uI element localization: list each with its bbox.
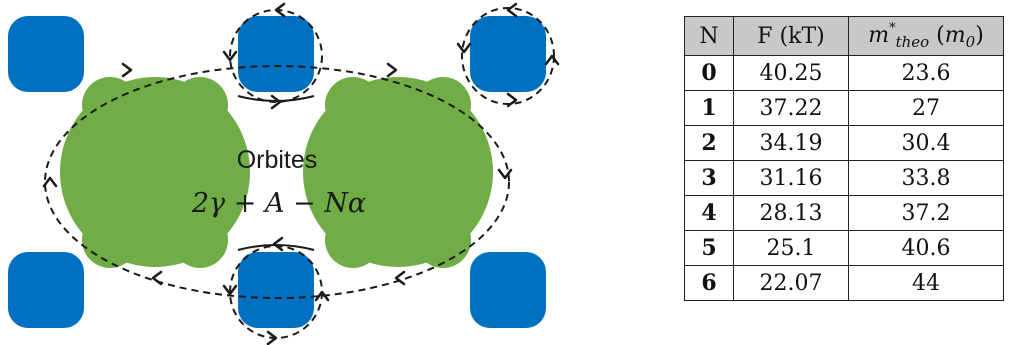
cell-frequency: 31.16 <box>733 160 849 196</box>
cell-frequency: 22.07 <box>733 265 849 301</box>
cell-n: 5 <box>684 230 734 266</box>
blue-pockets <box>8 16 546 328</box>
arrow-up-icon <box>314 290 330 302</box>
arrow-down-icon <box>497 168 513 180</box>
cell-frequency: 25.1 <box>733 230 849 266</box>
cell-frequency: 28.13 <box>733 195 849 231</box>
orbit-large <box>44 65 510 299</box>
blue-pocket-top-middle <box>238 16 314 92</box>
orbit-formula: 2γ + A − Nα <box>191 188 366 219</box>
green-lobe-right <box>303 77 493 268</box>
arrow-right-icon <box>270 94 282 110</box>
arrow-right-icon <box>266 330 278 345</box>
cell-effective-mass: 40.6 <box>848 230 1004 266</box>
cell-effective-mass: 27 <box>848 90 1004 126</box>
cell-frequency: 34.19 <box>733 125 849 161</box>
header-effective-mass: m*theo (m0) <box>848 16 1004 56</box>
arrow-left-icon <box>506 2 518 18</box>
green-lobe-left <box>60 77 250 268</box>
blue-pocket-bottom-right <box>470 252 546 328</box>
arrow-left-icon <box>394 270 406 286</box>
orbit-diagram: Orbites 2γ + A − Nα <box>8 2 560 345</box>
effective-mass-symbol: m*theo <box>868 21 930 51</box>
arrow-right-icon <box>121 62 133 78</box>
blue-pocket-top-left <box>8 16 84 92</box>
arrow-left-icon <box>272 236 284 252</box>
arrow-left-icon <box>151 270 163 286</box>
cell-n: 6 <box>684 265 734 301</box>
cell-n: 3 <box>684 160 734 196</box>
cell-n: 4 <box>684 195 734 231</box>
cell-effective-mass: 44 <box>848 265 1004 301</box>
blue-pocket-bottom-middle <box>238 252 314 328</box>
cell-frequency: 37.22 <box>733 90 849 126</box>
header-frequency: F (kT) <box>733 16 849 56</box>
orbit-top-right <box>461 7 555 105</box>
arrow-down-icon <box>222 50 238 62</box>
blue-pocket-bottom-left <box>8 252 84 328</box>
cell-effective-mass: 23.6 <box>848 55 1004 91</box>
arrow-down-icon <box>456 42 472 54</box>
cell-effective-mass: 37.2 <box>848 195 1004 231</box>
arrow-left-icon <box>274 2 286 18</box>
header-n: N <box>684 16 734 56</box>
arrow-up-icon <box>544 54 560 66</box>
cell-n: 1 <box>684 90 734 126</box>
arrow-right-icon <box>506 92 518 108</box>
blue-pocket-top-right <box>470 16 546 92</box>
cell-effective-mass: 30.4 <box>848 125 1004 161</box>
cell-effective-mass: 33.8 <box>848 160 1004 196</box>
cell-n: 2 <box>684 125 734 161</box>
table-header-row: N F (kT) m*theo (m0) <box>684 16 1004 56</box>
cell-frequency: 40.25 <box>733 55 849 91</box>
orbit-label: Orbites <box>237 146 318 174</box>
arrow-right-icon <box>386 62 398 78</box>
orbit-arrows <box>42 2 560 345</box>
arrow-down-icon <box>222 284 238 296</box>
cell-n: 0 <box>684 55 734 91</box>
green-lobes <box>60 77 493 268</box>
arrow-up-icon <box>42 176 58 188</box>
